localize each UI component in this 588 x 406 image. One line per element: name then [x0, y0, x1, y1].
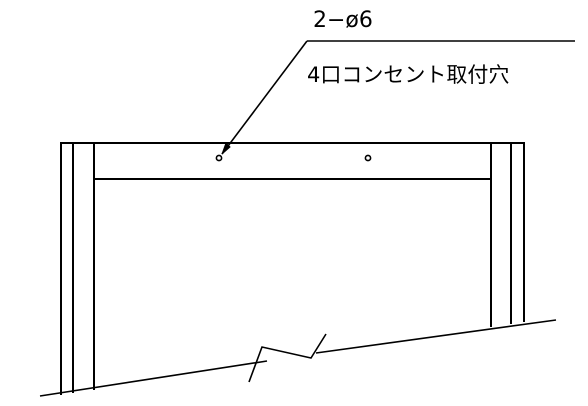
- frame-outline: [60, 142, 525, 180]
- right-upright: [490, 142, 525, 327]
- hole-spec-label: 2−ø6: [313, 8, 373, 33]
- mounting-hole-right: [364, 154, 372, 162]
- hole-description-label: 4口コンセント取付穴: [307, 63, 509, 87]
- left-upright: [60, 142, 95, 395]
- leader-line: [221, 40, 575, 155]
- break-line: [39, 319, 557, 397]
- mounting-hole-left: [215, 154, 223, 162]
